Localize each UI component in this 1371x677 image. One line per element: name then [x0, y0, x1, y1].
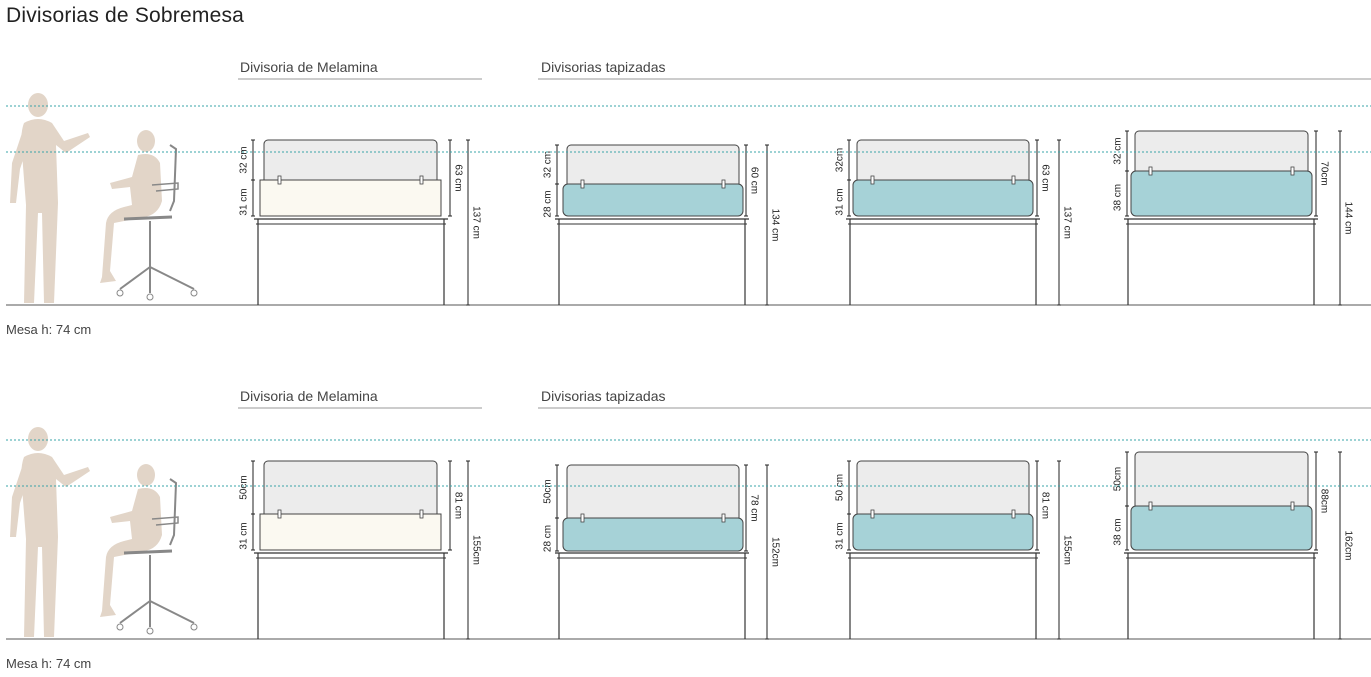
screen-panel — [1134, 130, 1309, 178]
dim-label-top: 32 cm — [543, 151, 554, 178]
dim-label-total: 162cm — [1342, 530, 1353, 560]
clip — [1290, 501, 1295, 511]
clip — [277, 175, 282, 185]
dim-label-panel: 81 cm — [1039, 492, 1050, 519]
dim-label-panel: 78 cm — [748, 494, 759, 521]
partition-unit: 32cm 31 cm 63 cm 137 cm — [835, 139, 1072, 306]
clip — [419, 509, 424, 519]
clip — [1148, 166, 1153, 176]
dim-label-panel: 88cm — [1318, 489, 1329, 513]
diagram-row: 32 cm 31 cm 63 cm 137 cm 32 cm 28 cm 60 cm 134 … — [6, 78, 1371, 306]
clip — [870, 509, 875, 519]
dim-label-panel: 70cm — [1318, 161, 1329, 185]
upholstered-panel — [562, 183, 744, 217]
clip — [1011, 175, 1016, 185]
partition-unit: 50 cm 31 cm 81 cm 155cm — [835, 460, 1072, 640]
upholstered-panel — [852, 513, 1034, 551]
clip — [580, 179, 585, 189]
dim-label-panel: 81 cm — [452, 492, 463, 519]
dim-label-bottom: 31 cm — [239, 188, 250, 215]
partition-unit: 32 cm 31 cm 63 cm 137 cm — [239, 139, 481, 306]
partition-unit: 32 cm 38 cm 70cm 144 cm — [1113, 130, 1353, 306]
clip — [721, 513, 726, 523]
clip — [580, 513, 585, 523]
dim-label-top: 32cm — [835, 148, 846, 172]
group-label-tapizadas: Divisorias tapizadas — [541, 59, 666, 75]
dim-label-total: 155cm — [1061, 535, 1072, 565]
seated-person-icon — [100, 464, 198, 635]
seated-person-icon — [100, 130, 198, 301]
dim-label-bottom: 38 cm — [1113, 518, 1124, 545]
page-title: Divisorias de Sobremesa — [6, 4, 245, 27]
clip — [870, 175, 875, 185]
dim-label-panel: 60 cm — [748, 167, 759, 194]
screen-panel — [566, 464, 740, 525]
screen-panel — [856, 460, 1030, 521]
dim-label-panel: 63 cm — [452, 164, 463, 191]
dim-label-bottom: 28 cm — [543, 525, 554, 552]
upholstered-panel — [1130, 505, 1313, 551]
clip — [721, 179, 726, 189]
dim-label-bottom: 28 cm — [543, 190, 554, 217]
clip — [277, 509, 282, 519]
screen-panel — [1134, 451, 1309, 513]
dim-label-total: 144 cm — [1342, 202, 1353, 235]
upholstered-panel — [562, 517, 744, 552]
screen-panel — [263, 139, 438, 187]
dim-label-bottom: 38 cm — [1113, 184, 1124, 211]
clip — [1011, 509, 1016, 519]
melamine-panel — [259, 513, 442, 551]
dim-label-total: 134 cm — [769, 209, 780, 242]
table-height-caption: Mesa h: 74 cm — [6, 656, 92, 671]
dim-label-top: 50 cm — [835, 474, 846, 501]
upholstered-panel — [852, 179, 1034, 217]
group-label-melamina: Divisoria de Melamina — [240, 388, 378, 404]
group-label-tapizadas: Divisorias tapizadas — [541, 388, 666, 404]
partition-unit: 50cm 38 cm 88cm 162cm — [1113, 451, 1353, 640]
melamine-panel — [259, 179, 442, 217]
dim-label-panel: 63 cm — [1039, 164, 1050, 191]
dim-label-top: 32 cm — [239, 146, 250, 173]
dim-label-top: 50cm — [543, 479, 554, 503]
upholstered-panel — [1130, 170, 1313, 217]
table-height-caption: Mesa h: 74 cm — [6, 322, 92, 337]
clip — [1290, 166, 1295, 176]
partition-unit: 50cm 31 cm 81 cm 155cm — [239, 460, 481, 640]
screen-panel — [856, 139, 1030, 187]
dim-label-total: 137 cm — [470, 206, 481, 239]
group-label-melamina: Divisoria de Melamina — [240, 59, 378, 75]
dim-label-bottom: 31 cm — [239, 522, 250, 549]
dim-label-total: 152cm — [769, 537, 780, 567]
clip — [419, 175, 424, 185]
screen-panel — [263, 460, 438, 521]
clip — [1148, 501, 1153, 511]
dim-label-top: 50cm — [1113, 467, 1124, 491]
dim-label-bottom: 31 cm — [835, 188, 846, 215]
standing-person-icon — [10, 427, 90, 637]
dim-label-bottom: 31 cm — [835, 522, 846, 549]
screen-panel — [566, 144, 740, 191]
standing-person-icon — [10, 93, 90, 303]
dim-label-top: 32 cm — [1113, 137, 1124, 164]
partition-unit: 32 cm 28 cm 60 cm 134 cm — [543, 144, 780, 306]
dim-label-total: 155cm — [470, 535, 481, 565]
dim-label-top: 50cm — [239, 475, 250, 499]
partition-unit: 50cm 28 cm 78 cm 152cm — [543, 464, 780, 640]
dim-label-total: 137 cm — [1061, 206, 1072, 239]
